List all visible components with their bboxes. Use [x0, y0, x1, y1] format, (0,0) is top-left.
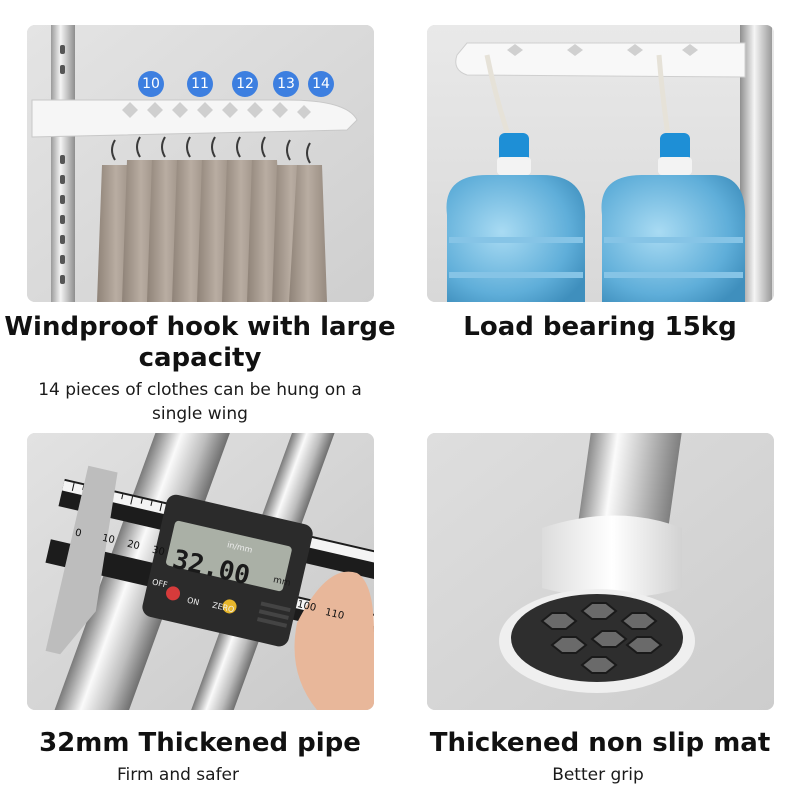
mat-illustration [427, 433, 774, 710]
caliper-photo: 0 10 20 30 in/mm 32.00 mm OFF ON ZERO 10… [27, 433, 374, 710]
panel-subtitle: Better grip [552, 765, 644, 785]
water-bottle [446, 133, 586, 302]
mat-photo [427, 433, 774, 710]
caliper-illustration [27, 433, 374, 710]
panel-title: 32mm Thickened pipe [39, 728, 361, 758]
panel-subtitle: 14 pieces of clothes can be hung on a si… [38, 380, 362, 424]
foot-cap [542, 515, 682, 598]
hook-badge: 11 [187, 71, 213, 97]
hook-badge: 13 [273, 71, 299, 97]
panel-title: Load bearing 15kg [463, 312, 737, 342]
panel-title: Windproof hook with large capacity [4, 312, 396, 373]
bottles-photo [427, 25, 774, 302]
hook-illustration [27, 25, 374, 302]
bottles-illustration [427, 25, 774, 302]
hook-badge: 10 [138, 71, 164, 97]
panel-title: Thickened non slip mat [429, 728, 771, 758]
caliper-display [166, 520, 292, 592]
hanging-clothes [97, 160, 327, 302]
hook-bar [455, 42, 746, 78]
hook-badge: 14 [308, 71, 334, 97]
hook-badge: 12 [232, 71, 258, 97]
hand [294, 571, 374, 710]
hook-photo: 10 11 12 13 14 [27, 25, 374, 302]
panel-subtitle: Firm and safer [116, 765, 239, 785]
water-bottle [601, 133, 746, 302]
